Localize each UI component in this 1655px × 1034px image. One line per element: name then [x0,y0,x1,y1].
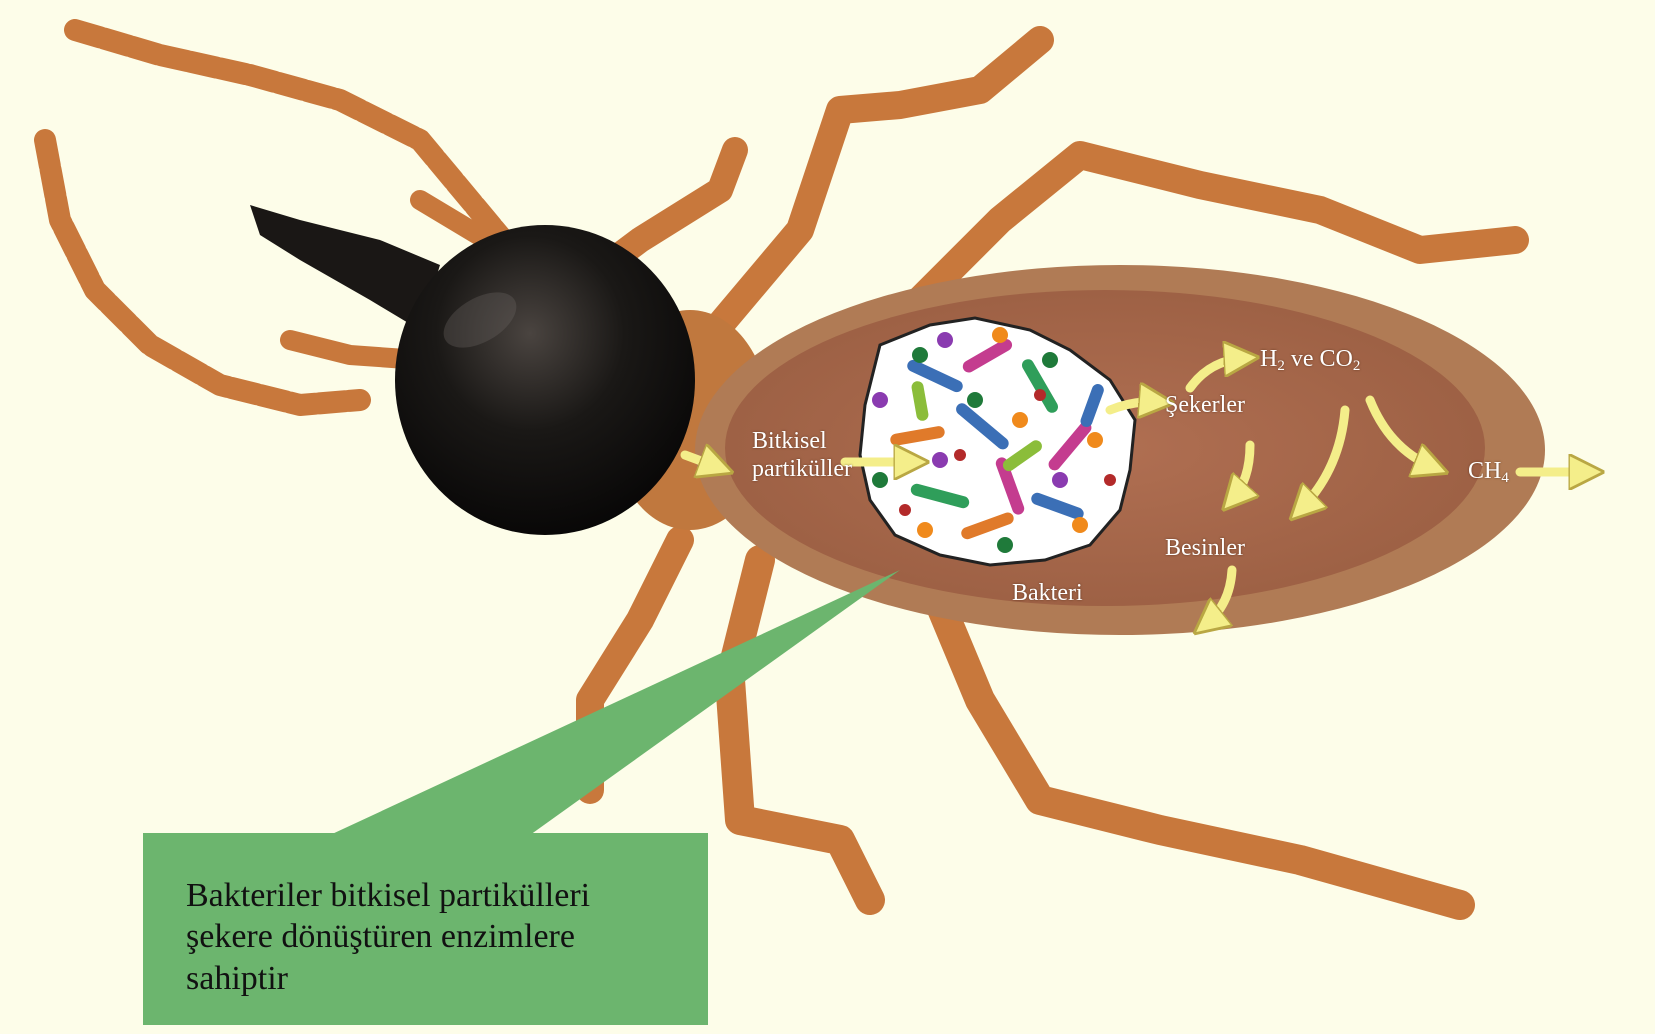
label-bacteria: Bakteri [1012,580,1083,608]
label-plant-particles-line2: partiküller [752,456,852,482]
leg-mid-lower [730,560,870,900]
callout-text-line1: Bakteriler bitkisel partikülleri [186,875,666,916]
h2-sub: 2 [1277,358,1285,374]
label-h2-co2: H2 ve CO2 [1260,346,1360,375]
label-nutrients: Besinler [1165,535,1245,563]
h2-base: H [1260,346,1277,372]
ch4-sub: 4 [1501,470,1509,486]
h2-mid: ve CO [1285,346,1353,372]
antenna-left-lower [45,140,360,405]
label-ch4: CH4 [1468,458,1509,487]
co2-sub: 2 [1353,358,1361,374]
callout-text-line3: sahiptir [186,958,666,999]
label-plant-particles-line1: Bitkisel [752,428,827,454]
callout-text: Bakteriler bitkisel partikülleri şekere … [186,875,666,999]
head [250,205,695,535]
label-sugars: Şekerler [1165,392,1245,420]
callout-text-line2: şekere dönüştüren enzimlere [186,916,666,957]
callout-pointer [330,570,900,835]
label-plant-particles: Bitkisel partiküller [752,428,852,483]
ch4-base: CH [1468,458,1501,484]
